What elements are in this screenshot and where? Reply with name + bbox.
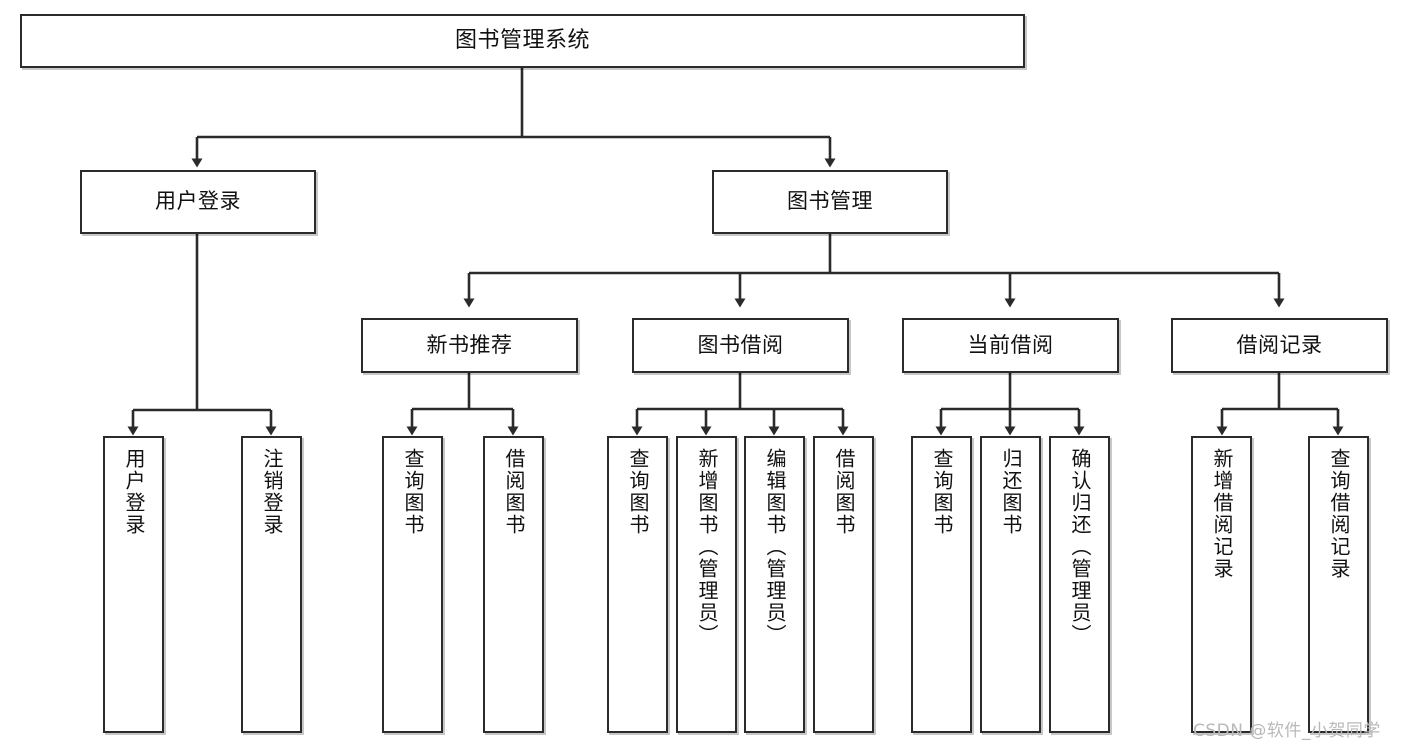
leaf-add-book-admin[interactable]: 新增图书（管理员） [676, 436, 737, 733]
node-label: 查询借阅记录 [1327, 448, 1351, 580]
leaf-query-books-recommend[interactable]: 查询图书 [382, 436, 443, 733]
leaf-user-login[interactable]: 用户登录 [103, 436, 164, 733]
leaf-query-borrow-record[interactable]: 查询借阅记录 [1308, 436, 1369, 733]
watermark-text: CSDN @软件_小贺同学 [1193, 721, 1381, 741]
node-label: 借阅图书 [832, 448, 856, 536]
leaf-logout[interactable]: 注销登录 [241, 436, 302, 733]
node-label: 新增借阅记录 [1210, 448, 1234, 580]
leaf-confirm-return-admin[interactable]: 确认归还（管理员） [1049, 436, 1110, 733]
node-label: 查询图书 [401, 448, 425, 536]
node-borrow-records[interactable]: 借阅记录 [1171, 318, 1388, 373]
node-label: 用户登录 [122, 448, 146, 536]
node-book-management[interactable]: 图书管理 [712, 170, 948, 234]
leaf-borrow-books[interactable]: 借阅图书 [813, 436, 874, 733]
node-label: 新增图书（管理员） [695, 448, 719, 646]
leaf-add-borrow-record[interactable]: 新增借阅记录 [1191, 436, 1252, 733]
node-label: 查询图书 [930, 448, 954, 536]
node-label: 当前借阅 [967, 332, 1054, 357]
leaf-query-books-current[interactable]: 查询图书 [911, 436, 972, 733]
leaf-borrow-books-recommend[interactable]: 借阅图书 [483, 436, 544, 733]
node-user-login[interactable]: 用户登录 [80, 170, 316, 234]
node-label: 注销登录 [260, 448, 284, 536]
node-label: 查询图书 [626, 448, 650, 536]
node-label: 用户登录 [155, 189, 241, 214]
node-root-system[interactable]: 图书管理系统 [20, 14, 1025, 68]
node-label: 借阅图书 [502, 448, 526, 536]
node-label: 图书借阅 [697, 332, 784, 357]
leaf-return-books[interactable]: 归还图书 [980, 436, 1041, 733]
node-label: 图书管理系统 [454, 27, 590, 53]
node-label: 确认归还（管理员） [1068, 448, 1092, 646]
node-current-borrow[interactable]: 当前借阅 [902, 318, 1119, 373]
node-book-borrow[interactable]: 图书借阅 [632, 318, 849, 373]
node-label: 新书推荐 [426, 332, 513, 357]
node-label: 图书管理 [787, 189, 873, 214]
leaf-edit-book-admin[interactable]: 编辑图书（管理员） [744, 436, 805, 733]
node-label: 借阅记录 [1236, 332, 1323, 357]
node-label: 归还图书 [999, 448, 1023, 536]
node-label: 编辑图书（管理员） [763, 448, 787, 646]
leaf-query-books-borrow[interactable]: 查询图书 [607, 436, 668, 733]
node-new-book-recommend[interactable]: 新书推荐 [361, 318, 578, 373]
